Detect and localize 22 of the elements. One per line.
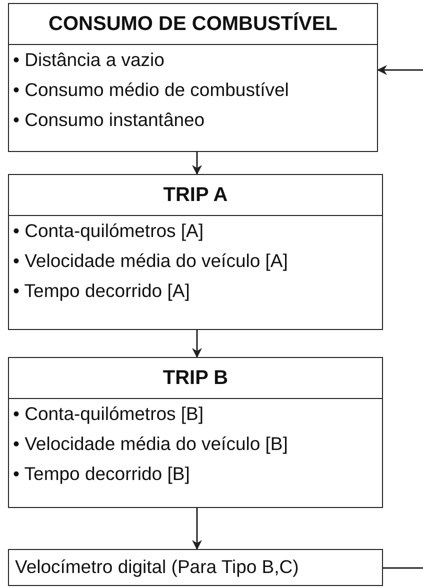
list-item: • Velocidade média do veículo [A] <box>12 249 289 273</box>
list-item: • Tempo decorrido [A] <box>12 279 191 303</box>
process-box <box>8 549 383 586</box>
box-text: Velocímetro digital (Para Tipo B,C) <box>14 555 300 579</box>
list-item: • Velocidade média do veículo [B] <box>12 432 289 456</box>
list-box <box>8 357 383 508</box>
box-heading: TRIP B <box>9 358 382 399</box>
box-heading: TRIP A <box>9 175 382 216</box>
list-item: • Consumo médio de combustível <box>12 78 290 102</box>
arrow <box>377 65 423 75</box>
list-item: • Conta-quilómetros [B] <box>12 402 205 426</box>
list-item: • Tempo decorrido [B] <box>12 462 191 486</box>
arrow <box>192 508 202 550</box>
list-item: • Conta-quilómetros [A] <box>12 219 205 243</box>
box-heading: CONSUMO DE COMBUSTÍVEL <box>9 4 377 45</box>
connector-line <box>383 567 423 569</box>
list-box <box>8 174 383 330</box>
arrow <box>192 330 202 358</box>
list-box <box>8 3 378 152</box>
arrow <box>192 152 202 175</box>
list-item: • Distância a vazio <box>12 48 166 72</box>
list-item: • Consumo instantâneo <box>12 108 206 132</box>
